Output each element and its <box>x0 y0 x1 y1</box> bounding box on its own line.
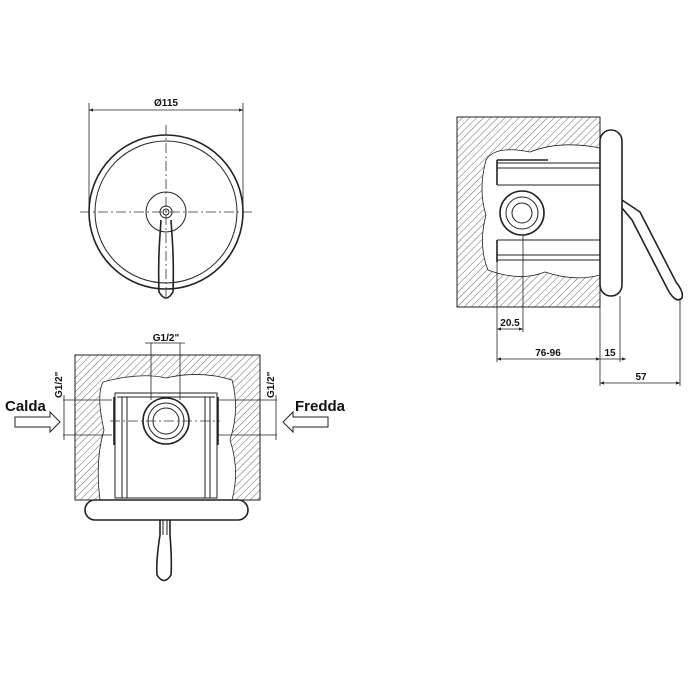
front-view: Ø115 <box>80 98 252 300</box>
connection-top-label: G1/2" <box>153 333 180 344</box>
lever-handle <box>157 219 175 299</box>
handle-base <box>145 191 187 233</box>
side-cover-plate <box>599 129 623 297</box>
dim-depth-label: 76-96 <box>535 348 561 359</box>
connection-left-label: G1/2" <box>54 371 65 398</box>
side-lever-handle <box>621 199 684 301</box>
cold-label: Fredda <box>295 398 346 415</box>
diameter-label: Ø115 <box>154 98 178 109</box>
hot-label: Calda <box>5 398 47 415</box>
wall-cavity <box>97 374 236 501</box>
lever-handle-bottom <box>156 520 173 582</box>
side-outlet-port <box>499 190 545 236</box>
side-wall-cavity <box>481 144 601 279</box>
hot-inlet-arrow-icon <box>14 410 61 434</box>
cold-inlet-arrow-icon <box>282 410 329 434</box>
valve-body <box>114 392 218 499</box>
dim-plate-label: 15 <box>604 348 616 359</box>
dim-projection-label: 57 <box>635 372 647 383</box>
dim-offset-label: 20.5 <box>500 318 520 329</box>
connection-right-label: G1/2" <box>266 371 277 398</box>
cover-plate <box>84 499 249 521</box>
side-view: 20.5 76-96 15 57 <box>456 116 684 386</box>
bottom-view: G1/2" G1/2" G1/2" Calda Fredda <box>5 333 346 582</box>
